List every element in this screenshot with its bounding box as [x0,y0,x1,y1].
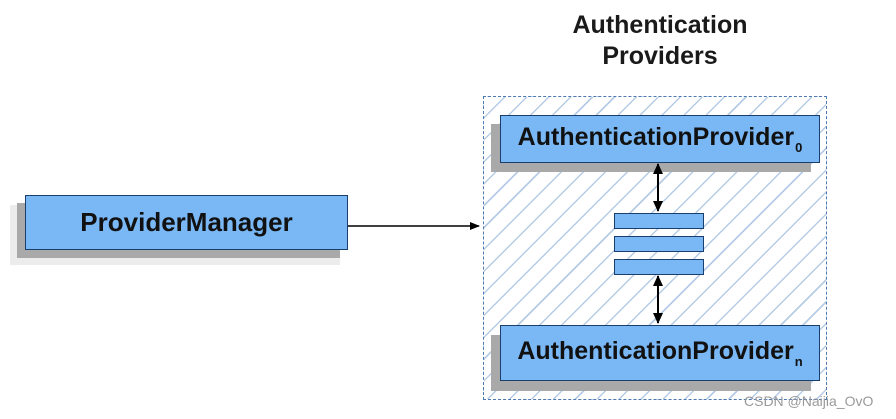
diagram-title: Authentication Providers [530,10,790,72]
provider-first-box: AuthenticationProvider0 [500,115,820,163]
title-line-2: Providers [602,42,718,70]
provider-last-label: AuthenticationProvidern [517,337,803,369]
provider-last-box: AuthenticationProvidern [500,325,820,381]
provider-last-subscript: n [794,354,803,369]
provider-manager-label: ProviderManager [80,207,293,237]
stack-bar-3 [614,259,704,275]
watermark-text: CSDN @Naijia_OvO [744,393,874,409]
provider-manager-box: ProviderManager [25,195,348,250]
provider-first-subscript: 0 [795,140,803,155]
title-line-1: Authentication [572,11,748,39]
provider-first-label: AuthenticationProvider0 [517,123,803,155]
stack-bar-1 [614,213,704,229]
stack-bar-2 [614,236,704,252]
